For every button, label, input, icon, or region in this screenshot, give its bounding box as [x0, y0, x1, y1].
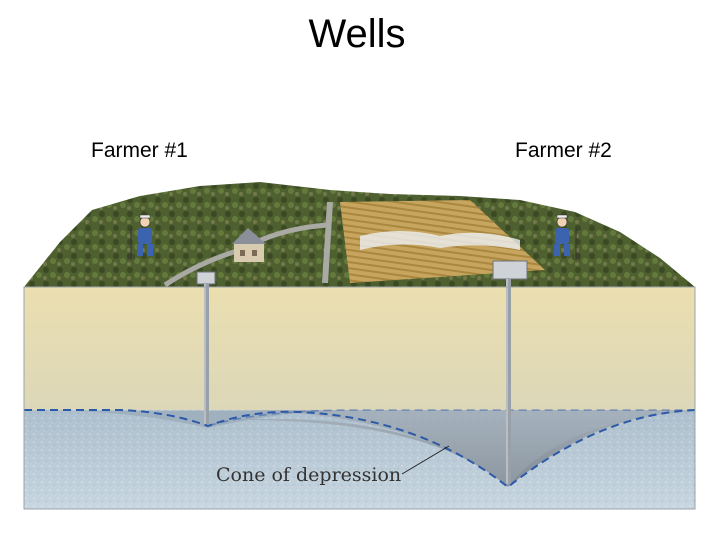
farmer-2-label: Farmer #2 [515, 139, 612, 162]
block-outline [23, 286, 696, 510]
original-water-table-line [207, 409, 695, 427]
irrigation-spray [360, 231, 520, 250]
cone-of-depression-farmer-2-fill [240, 410, 695, 487]
well-farmer-2 [492, 260, 528, 484]
cone-annotation-leader [401, 445, 450, 475]
road [322, 201, 333, 284]
cone-of-depression-label: Cone of depression [216, 464, 401, 486]
farmer-2-icon [554, 214, 580, 260]
page-title: Wells [308, 12, 406, 56]
water-table-line [24, 409, 696, 489]
cone-of-depression-farmer-1 [24, 410, 360, 428]
well-farmer-1 [196, 271, 216, 424]
farmer-1-icon [127, 214, 153, 260]
farmer-1-label: Farmer #1 [91, 139, 188, 162]
house-icon [232, 228, 266, 262]
